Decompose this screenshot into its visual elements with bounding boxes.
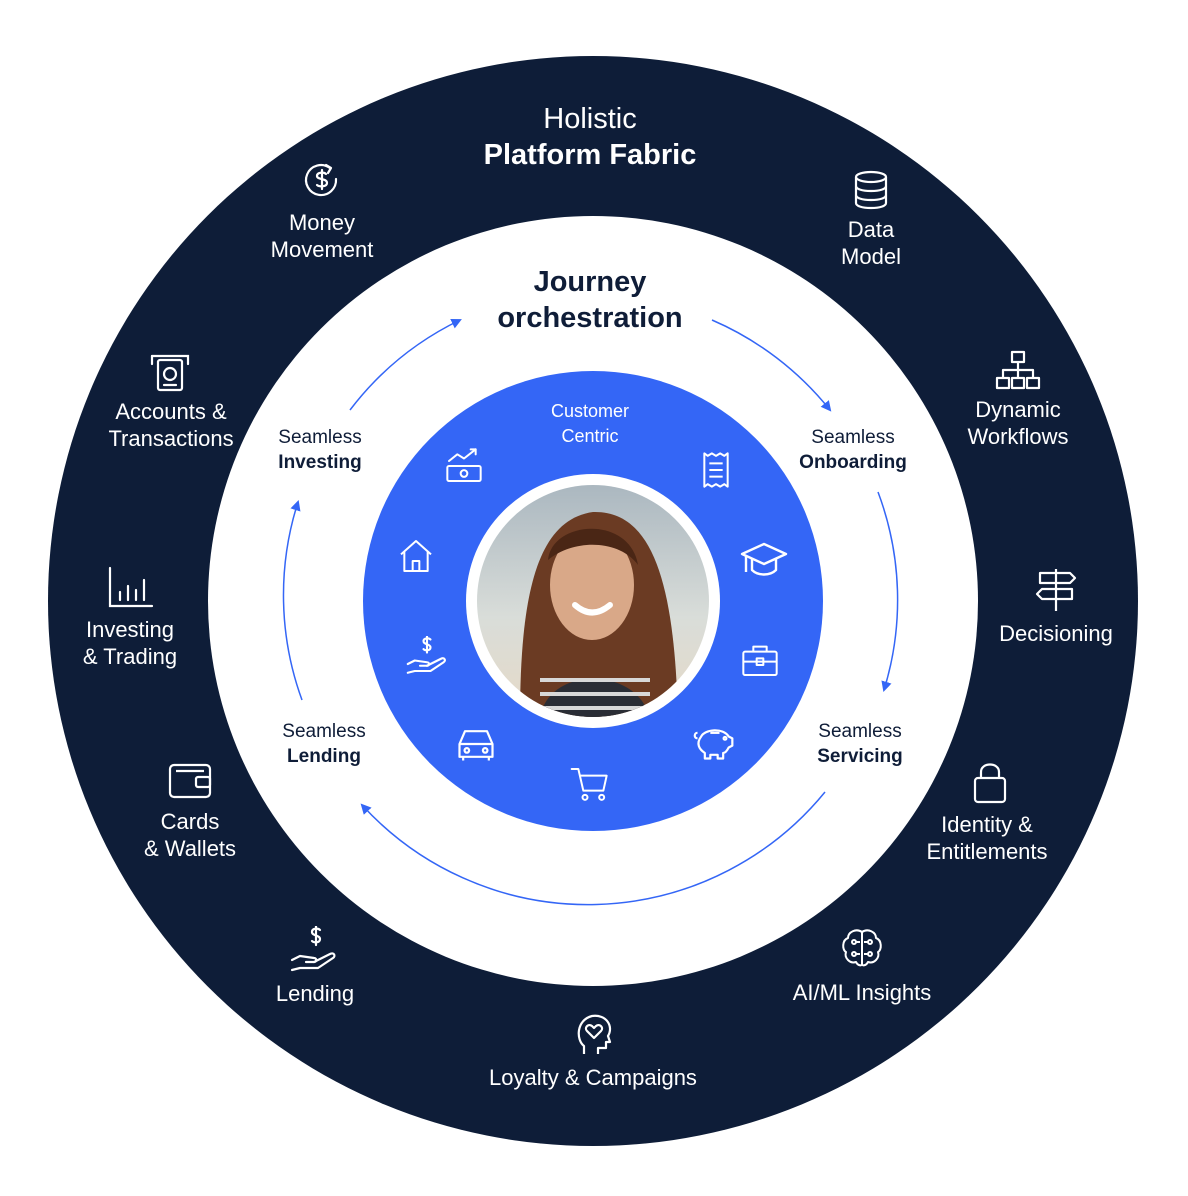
graduation-cap-icon [740, 536, 788, 584]
capability-line1: Accounts & [115, 399, 227, 424]
journey-line2: Servicing [817, 746, 903, 767]
capability-line1: Data [847, 217, 895, 242]
receipt-icon [696, 450, 744, 498]
journey-line1: Seamless [282, 721, 366, 742]
capability-decisioning: Decisioning [956, 620, 1156, 647]
journey-line1: Seamless [818, 721, 902, 742]
capability-line1: Money [288, 210, 356, 235]
inner-title-line2: Centric [561, 426, 619, 446]
cart-icon [570, 764, 618, 812]
journey-onboarding: Seamless Onboarding [772, 425, 934, 475]
bar-chart-icon [106, 564, 154, 612]
signpost-icon [1032, 565, 1080, 613]
capability-line1: Dynamic [975, 397, 1061, 422]
platform-title-line1: Holistic [543, 103, 637, 135]
head-heart-icon [570, 1010, 618, 1058]
journey-investing: Seamless Investing [240, 425, 400, 475]
capability-line1: AI/ML Insights [792, 980, 932, 1005]
capability-line2: Entitlements [926, 839, 1048, 864]
briefcase-icon [740, 640, 788, 688]
capability-line2: Transactions [108, 426, 234, 451]
journey-line1: Seamless [811, 427, 895, 448]
capability-money-movement: Money Movement [222, 209, 422, 263]
home-icon [396, 536, 444, 584]
atm-icon [146, 348, 194, 396]
capability-line2: Movement [270, 237, 374, 262]
arrow-investing-to-journey [349, 318, 462, 411]
journey-line2: Lending [287, 746, 361, 767]
capability-lending: Lending [215, 980, 415, 1007]
capability-accounts-transactions: Accounts & Transactions [66, 398, 276, 452]
capability-cards-wallets: Cards & Wallets [90, 808, 290, 862]
cash-growth-icon [444, 446, 492, 494]
arrow-journey-to-onboarding [711, 319, 832, 412]
capability-line2: & Wallets [143, 836, 237, 861]
journey-title-line1: Journey [533, 266, 647, 298]
database-icon [847, 166, 895, 214]
workflow-icon [994, 346, 1042, 394]
capability-line1: Investing [85, 617, 175, 642]
capability-loyalty-campaigns: Loyalty & Campaigns [458, 1064, 728, 1091]
capability-dynamic-workflows: Dynamic Workflows [918, 396, 1118, 450]
arrow-onboarding-to-servicing [877, 491, 899, 693]
journey-title-line2: orchestration [497, 302, 683, 334]
hand-dollar-icon [290, 926, 338, 974]
platform-title-line2: Platform Fabric [483, 139, 697, 171]
journey-line2: Onboarding [799, 452, 907, 473]
brain-icon [838, 924, 886, 972]
hand-dollar-icon [406, 636, 454, 684]
inner-title-line1: Customer [550, 401, 630, 421]
capability-line1: Loyalty & Campaigns [489, 1065, 697, 1090]
journey-line1: Seamless [278, 427, 362, 448]
smiling-woman-photo [477, 485, 709, 717]
journey-line2: Investing [278, 452, 362, 473]
car-icon [454, 722, 502, 770]
capability-line1: Lending [275, 981, 355, 1006]
piggy-bank-icon [692, 720, 740, 768]
capability-data-model: Data Model [771, 216, 971, 270]
money-cycle-icon [298, 157, 346, 205]
capability-investing-trading: Investing & Trading [30, 616, 230, 670]
capability-aiml-insights: AI/ML Insights [762, 979, 962, 1006]
capability-line2: & Trading [82, 644, 178, 669]
capability-line1: Identity & [941, 812, 1033, 837]
wallet-icon [166, 757, 214, 805]
journey-servicing: Seamless Servicing [780, 719, 940, 769]
lock-icon [966, 758, 1014, 806]
capability-line1: Cards [160, 809, 220, 834]
journey-lending: Seamless Lending [244, 719, 404, 769]
capability-identity-entitlements: Identity & Entitlements [882, 811, 1092, 865]
capability-line1: Decisioning [999, 621, 1113, 646]
arrow-servicing-to-lending [360, 791, 826, 906]
capability-line2: Workflows [967, 424, 1069, 449]
arrow-lending-to-investing [282, 499, 303, 701]
capability-line2: Model [841, 244, 901, 269]
